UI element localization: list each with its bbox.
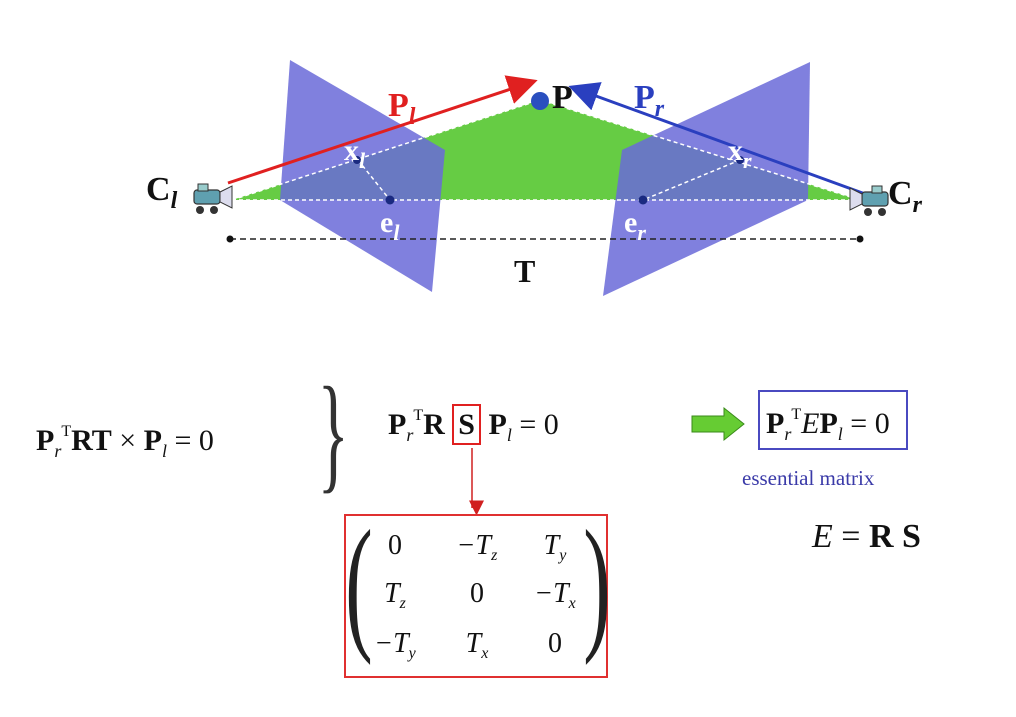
left-ray-arrow [227, 75, 538, 185]
left-epipole-label: el [380, 206, 400, 245]
matrix-cell: 0 [548, 628, 562, 659]
cross-product-equation: PrTRT × Pl = 0 [36, 423, 214, 461]
grouping-brace: } [317, 361, 349, 505]
right-epipole-label: er [624, 206, 646, 245]
left-epipole-dot [385, 195, 395, 205]
right-image-point-dot [736, 156, 744, 164]
matrix-cell: −Ty [374, 628, 416, 662]
left-image-plane [280, 60, 445, 292]
implies-arrow [691, 406, 745, 442]
matrix-cell: Tz [384, 578, 406, 612]
right-image-plane [603, 62, 810, 296]
essential-matrix-caption: essential matrix [742, 466, 875, 490]
matrix-right-paren: ) [583, 500, 611, 666]
left-xl-el-line [357, 159, 391, 201]
right-image-point-label: xr [728, 134, 752, 173]
essential-equation-box [758, 390, 908, 450]
world-point-P [531, 92, 549, 110]
rs-equation: PrTR S Pl = 0 [388, 404, 559, 445]
matrix-cell: 0 [470, 578, 484, 609]
right-camera-icon [849, 185, 889, 216]
matrix-cell: −Tz [456, 530, 498, 564]
baseline-left-dot [226, 235, 234, 243]
essential-definition: E = R S [812, 518, 921, 555]
matrix-left-paren: ( [345, 500, 373, 666]
baseline-right-dot [856, 235, 864, 243]
matrix-cell: Tx [465, 628, 489, 662]
left-camera-icon [193, 183, 233, 214]
left-camera-label: Cl [146, 171, 178, 214]
s-matrix-highlight: S [452, 404, 481, 445]
matrix-cell: −Tx [534, 578, 576, 612]
skew-symmetric-matrix-box [344, 514, 608, 678]
left-ray-label: Pl [388, 87, 416, 130]
left-image-point-dot [353, 156, 361, 164]
right-epipole-dot [638, 195, 648, 205]
right-ray-label: Pr [634, 79, 665, 122]
right-camera-label: Cr [888, 175, 923, 218]
matrix-cell: Ty [543, 530, 567, 564]
matrix-cell: 0 [388, 530, 402, 561]
point-label: P [552, 79, 573, 116]
left-image-point-label: xl [344, 134, 366, 173]
left-triangle-edge [231, 99, 541, 201]
essential-equation: PrTEPl = 0 [766, 406, 890, 444]
baseline-label: T [514, 253, 535, 289]
right-xr-er-line [642, 159, 741, 201]
right-ray-arrow [568, 82, 869, 197]
